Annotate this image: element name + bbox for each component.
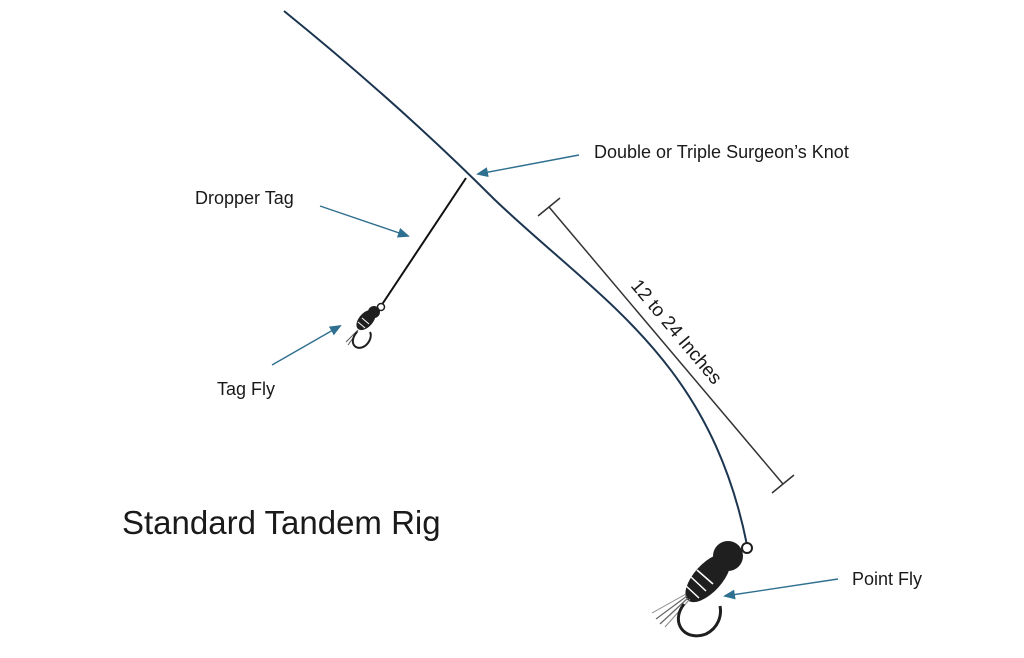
- point-fly-icon: [651, 541, 753, 638]
- tag-fly-icon: [345, 302, 386, 349]
- dimension-label: 12 to 24 Inches: [626, 276, 726, 389]
- tag-fly-label: Tag Fly: [217, 379, 275, 399]
- knot-label: Double or Triple Surgeon’s Knot: [594, 142, 849, 162]
- dimension-bracket: [537, 197, 795, 494]
- diagram-title: Standard Tandem Rig: [122, 504, 441, 541]
- dropper-tag-callout-arrow: [319, 205, 410, 238]
- point-fly-callout-arrow: [723, 578, 839, 600]
- tag-fly-callout-arrow: [271, 325, 342, 366]
- point-fly-label: Point Fly: [852, 569, 922, 589]
- knot-callout-arrow: [476, 154, 580, 178]
- dropper-tag-line: [380, 177, 467, 307]
- dropper-tag-label: Dropper Tag: [195, 188, 294, 208]
- leader-line: [283, 10, 748, 546]
